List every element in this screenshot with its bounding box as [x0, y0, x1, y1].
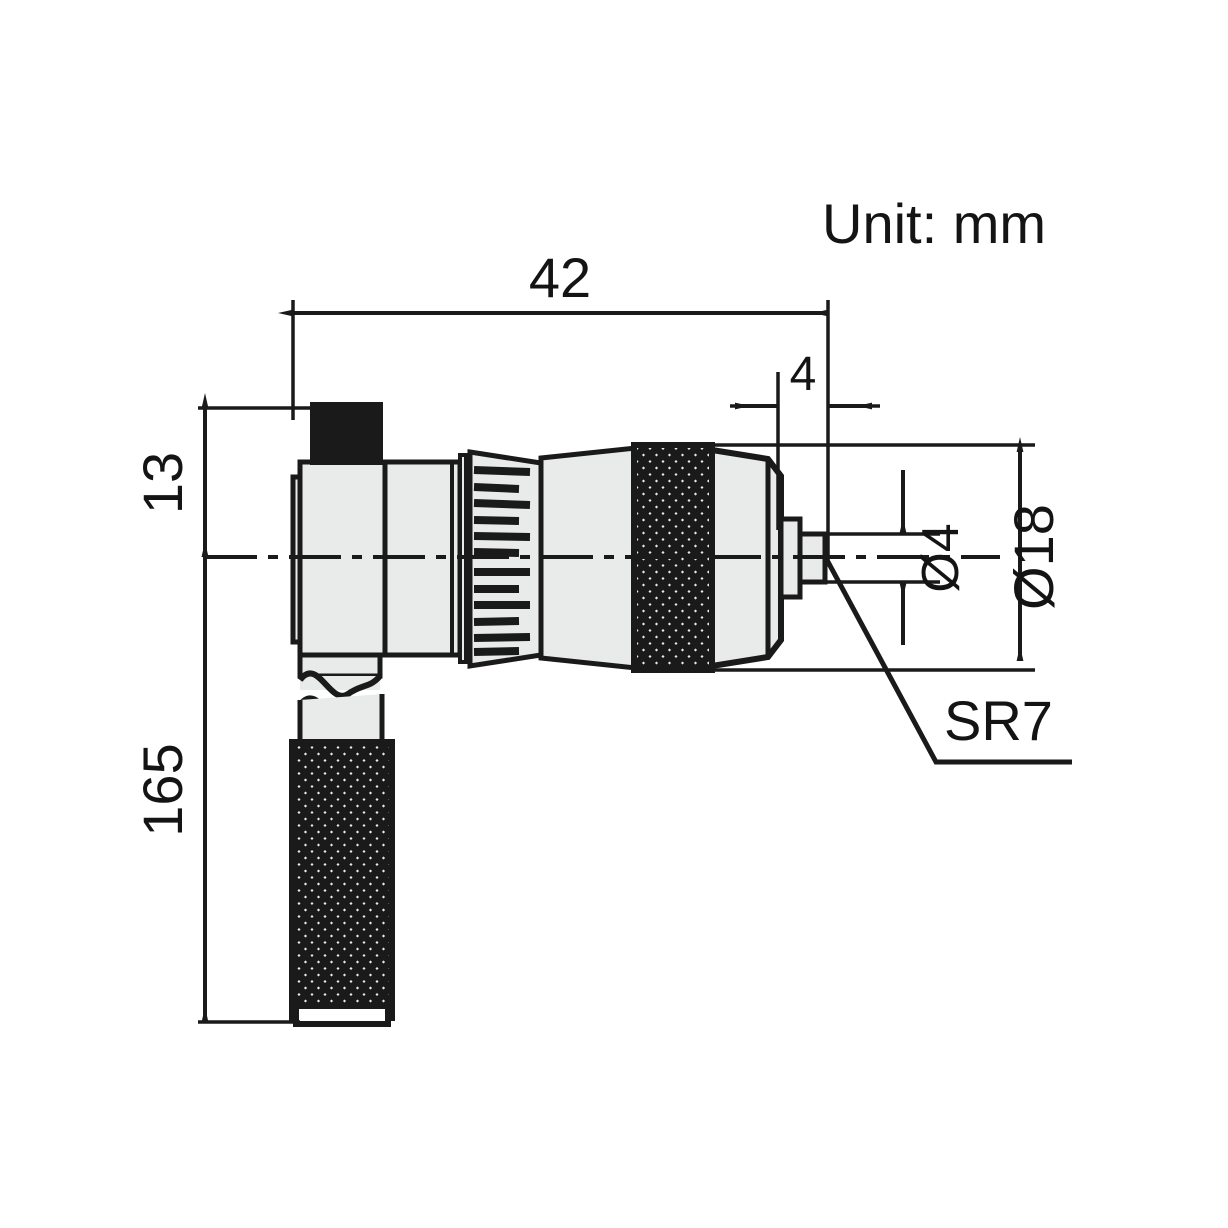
handle-grip-knurled: [289, 739, 395, 1027]
dimension-dia-4-label: Ø4: [912, 523, 970, 592]
spindle-tip: [778, 516, 828, 600]
unit-note: Unit: mm: [822, 192, 1046, 255]
dimension-lines: [201, 309, 1024, 1022]
leader-sr7: [824, 558, 1072, 765]
part-outline-group: [198, 300, 1072, 1027]
dimension-13-label: 13: [131, 452, 194, 514]
dimension-labels-group: Unit: mm 42 4 13 165 Ø4 Ø18 SR7: [131, 192, 1065, 837]
extension-lines: [198, 300, 1035, 1024]
callout-sr7-label: SR7: [944, 689, 1053, 752]
dimension-dia-18-label: Ø18: [1002, 504, 1065, 610]
dimension-165-label: 165: [131, 743, 194, 836]
dimension-42-label: 42: [529, 246, 591, 309]
handle-shaft: [297, 652, 385, 745]
lock-nut-knurled: [310, 402, 383, 465]
dimension-4-label: 4: [790, 348, 817, 401]
